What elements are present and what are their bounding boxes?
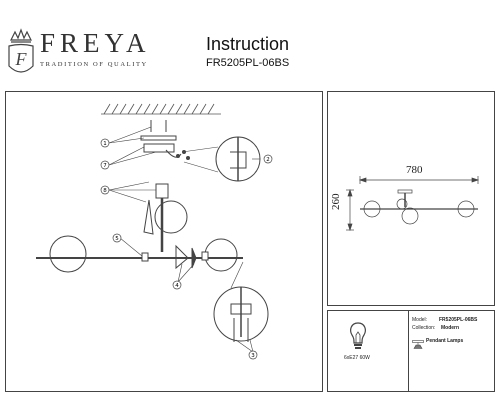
width-dimension-label: 780: [406, 164, 423, 176]
height-dimension-label: 260: [330, 193, 342, 211]
document-model: FR5205PL-06BS: [206, 57, 290, 69]
callout-8: 8: [103, 188, 107, 194]
callout-4: 4: [175, 283, 179, 289]
collection-label: Collection:: [412, 325, 436, 331]
callout-5: 5: [115, 236, 119, 242]
model-label: Model:: [412, 317, 428, 323]
brand-name: FREYA: [40, 28, 151, 58]
info-panel: 6xE27 60W Model: FR5205PL-06BS Collectio…: [327, 310, 495, 392]
brand-logo: F: [6, 28, 36, 80]
callout-7: 7: [103, 163, 107, 169]
assembly-panel: 1 7 8 2 5 4 3: [5, 91, 323, 392]
callout-3: 3: [251, 353, 255, 359]
model-value: FR5205PL-06BS: [439, 317, 478, 323]
ceiling-hatch: [101, 103, 221, 115]
collection-value: Modern: [441, 325, 460, 331]
document-title: Instruction: [206, 34, 290, 54]
info-divider: [408, 311, 409, 391]
bulb-spec: 6xE27 60W: [344, 355, 370, 361]
lamp-type: Pendant Lamps: [426, 338, 464, 344]
callout-1: 1: [103, 141, 107, 147]
bulb-icon: [346, 321, 370, 356]
logo-monogram: F: [15, 49, 28, 69]
dimension-drawing: [346, 176, 480, 232]
callout-2: 2: [266, 157, 270, 163]
crown-logo-icon: F: [8, 28, 34, 73]
dimensions-panel: 780 260: [327, 91, 495, 306]
assembly-diagram: 1 7 8 2 5 4 3: [36, 103, 273, 360]
brand-tagline: TRADITION OF QUALITY: [40, 61, 148, 68]
pendant-lamp-icon: [412, 336, 424, 354]
